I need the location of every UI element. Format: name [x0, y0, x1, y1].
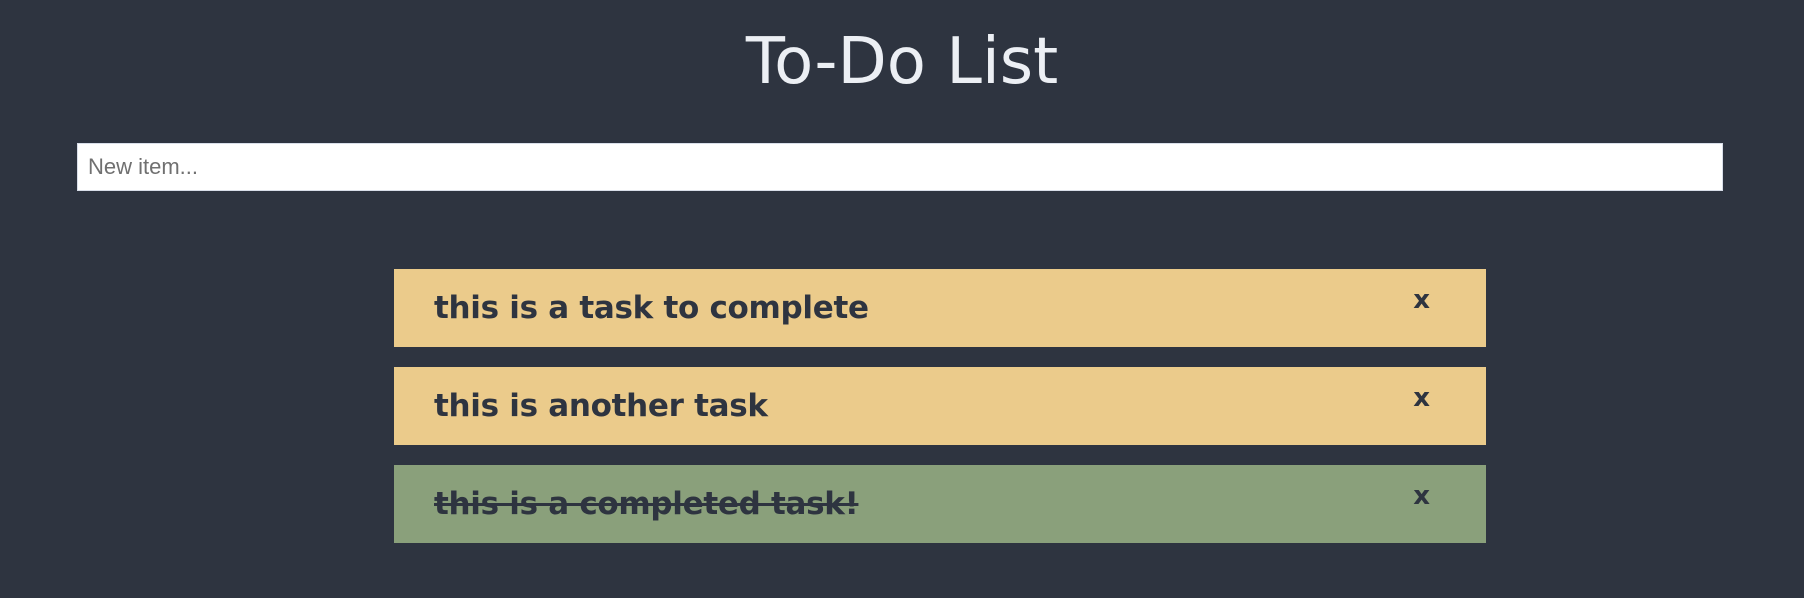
todo-item[interactable]: this is a task to complete x [394, 269, 1486, 347]
page-title: To-Do List [745, 25, 1059, 99]
delete-item-button[interactable]: x [1413, 383, 1430, 413]
todo-item-text: this is another task [434, 388, 768, 424]
todo-item-text: this is a task to complete [434, 290, 869, 326]
todo-item-text: this is a completed task! [434, 486, 859, 522]
new-item-input[interactable] [77, 143, 1723, 191]
delete-item-button[interactable]: x [1413, 481, 1430, 511]
todo-item[interactable]: this is another task x [394, 367, 1486, 445]
todo-item[interactable]: this is a completed task! x [394, 465, 1486, 543]
todo-list: this is a task to complete x this is ano… [394, 269, 1486, 563]
delete-item-button[interactable]: x [1413, 285, 1430, 315]
